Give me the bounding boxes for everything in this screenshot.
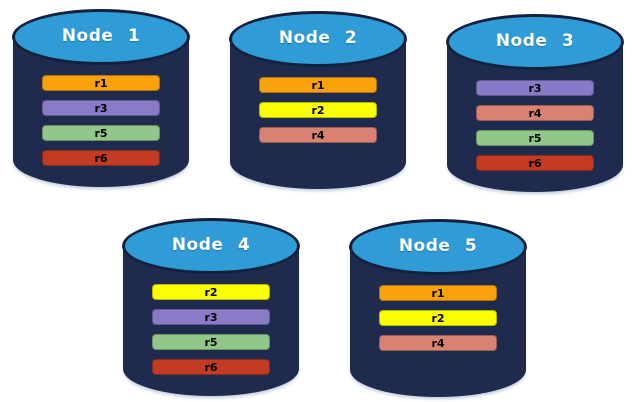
- node-title: Node 3: [495, 31, 575, 51]
- replica-label: r6: [204, 360, 218, 374]
- replica-bar-r3: r3: [152, 309, 270, 325]
- replica-label: r1: [94, 76, 108, 90]
- replica-bar-r5: r5: [152, 334, 270, 350]
- replica-label: r6: [94, 151, 108, 165]
- node-title: Node 4: [171, 235, 251, 255]
- node-cylinder-3: Node 3 r3 r4 r5 r6: [446, 14, 624, 192]
- node-cylinder-5: Node 5 r1 r2 r4: [349, 219, 527, 397]
- replica-label: r4: [528, 106, 542, 120]
- replica-bar-r1: r1: [379, 285, 497, 301]
- replica-label: r4: [431, 336, 445, 350]
- replica-label: r6: [528, 156, 542, 170]
- replica-bar-list: r3 r4 r5 r6: [476, 80, 594, 171]
- replica-bar-r5: r5: [476, 130, 594, 146]
- replica-label: r2: [431, 311, 445, 325]
- replica-bar-r4: r4: [379, 335, 497, 351]
- node-top-ellipse: Node 5: [349, 219, 527, 275]
- replica-label: r3: [204, 310, 218, 324]
- replica-bar-r4: r4: [476, 105, 594, 121]
- replica-bar-r2: r2: [379, 310, 497, 326]
- replica-bar-r2: r2: [152, 284, 270, 300]
- replica-bar-list: r1 r2 r4: [259, 77, 377, 143]
- replica-label: r2: [204, 285, 218, 299]
- replica-label: r3: [528, 81, 542, 95]
- node-top-ellipse: Node 2: [229, 11, 407, 67]
- replica-label: r3: [94, 101, 108, 115]
- node-title: Node 5: [398, 236, 478, 256]
- replica-bar-r1: r1: [42, 75, 160, 91]
- replica-bar-r6: r6: [476, 155, 594, 171]
- replica-label: r5: [94, 126, 108, 140]
- node-top-ellipse: Node 3: [446, 14, 624, 70]
- replica-bar-list: r1 r3 r5 r6: [42, 75, 160, 166]
- replica-label: r4: [311, 128, 325, 142]
- replica-bar-r5: r5: [42, 125, 160, 141]
- replica-bar-r3: r3: [476, 80, 594, 96]
- replica-bar-r6: r6: [42, 150, 160, 166]
- node-top-ellipse: Node 1: [12, 9, 190, 65]
- node-cylinder-1: Node 1 r1 r3 r5 r6: [12, 9, 190, 187]
- replica-bar-r1: r1: [259, 77, 377, 93]
- replica-bar-list: r2 r3 r5 r6: [152, 284, 270, 375]
- replica-label: r2: [311, 103, 325, 117]
- node-title: Node 2: [278, 28, 358, 48]
- replica-bar-r3: r3: [42, 100, 160, 116]
- node-cylinder-2: Node 2 r1 r2 r4: [229, 11, 407, 189]
- replica-bar-list: r1 r2 r4: [379, 285, 497, 351]
- replica-bar-r2: r2: [259, 102, 377, 118]
- replica-label: r1: [311, 78, 325, 92]
- node-cylinder-4: Node 4 r2 r3 r5 r6: [122, 218, 300, 396]
- replica-label: r5: [204, 335, 218, 349]
- node-title: Node 1: [61, 26, 141, 46]
- replica-bar-r6: r6: [152, 359, 270, 375]
- replica-label: r1: [431, 286, 445, 300]
- node-top-ellipse: Node 4: [122, 218, 300, 274]
- replica-label: r5: [528, 131, 542, 145]
- replica-bar-r4: r4: [259, 127, 377, 143]
